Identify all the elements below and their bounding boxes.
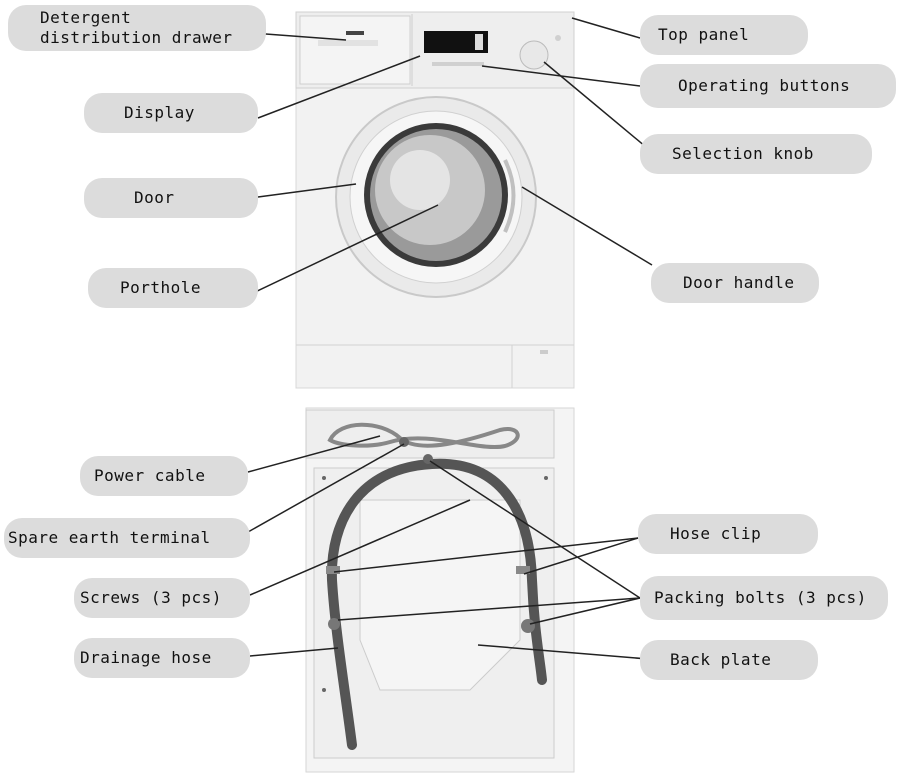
leader-hose-clip-right xyxy=(524,538,638,574)
leader-selection-knob xyxy=(544,62,652,152)
label-drainage-hose: Drainage hose xyxy=(74,638,250,678)
label-door-handle: Door handle xyxy=(651,263,819,303)
leader-door xyxy=(258,184,356,197)
leader-porthole xyxy=(253,205,438,293)
leader-detergent-drawer xyxy=(253,33,346,40)
label-top-panel: Top panel xyxy=(640,15,808,55)
label-screws: Screws (3 pcs) xyxy=(74,578,250,618)
label-spare-earth-terminal: Spare earth terminal xyxy=(4,518,250,558)
label-packing-bolts: Packing bolts (3 pcs) xyxy=(640,576,888,620)
label-selection-knob: Selection knob xyxy=(640,134,872,174)
label-power-cable: Power cable xyxy=(80,456,248,496)
label-operating-buttons: Operating buttons xyxy=(640,64,896,108)
leader-display xyxy=(258,56,420,118)
leader-power-cable xyxy=(248,436,380,472)
leader-screws xyxy=(250,500,470,595)
label-door: Door xyxy=(84,178,258,218)
label-detergent-drawer: Detergent distribution drawer xyxy=(8,5,266,51)
leader-packing-bolt-top xyxy=(430,461,640,598)
leader-drainage-hose xyxy=(250,648,338,656)
leader-back-plate xyxy=(478,645,660,660)
leader-spare-earth-terminal xyxy=(248,444,404,532)
label-porthole: Porthole xyxy=(88,268,258,308)
label-hose-clip: Hose clip xyxy=(638,514,818,554)
label-display: Display xyxy=(84,93,258,133)
leader-door-handle xyxy=(522,187,652,265)
leader-top-panel xyxy=(572,18,640,38)
label-back-plate: Back plate xyxy=(640,640,818,680)
